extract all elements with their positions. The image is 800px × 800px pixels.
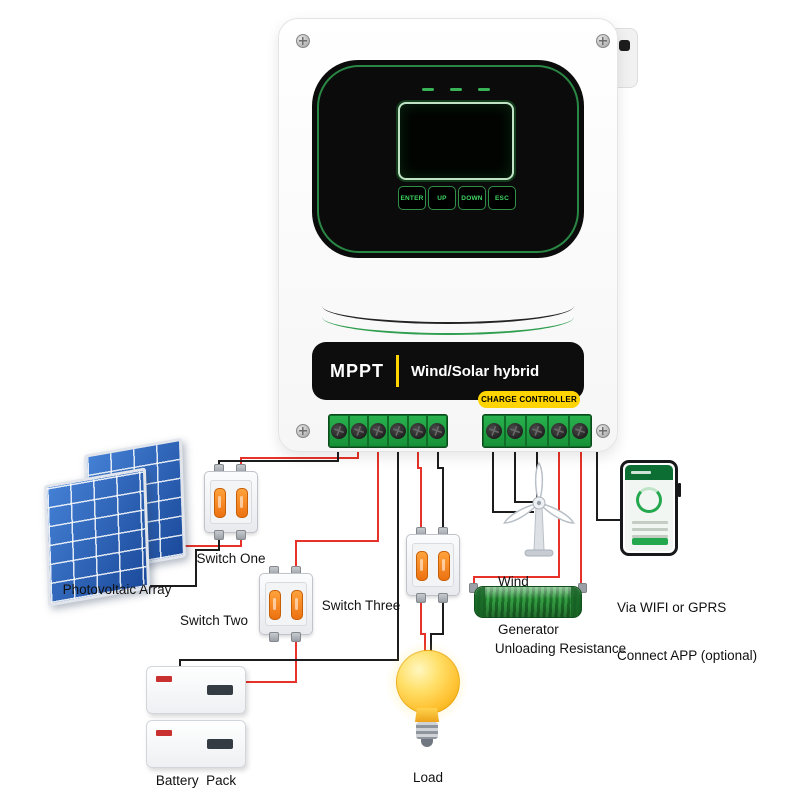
breaker-toggle[interactable] [416,551,428,581]
wind-label-line2: Generator [498,622,559,637]
charge-controller-badge: CHARGE CONTROLLER [478,391,580,408]
app-text-line [632,528,668,531]
battery-box [146,720,246,768]
breaker-toggle[interactable] [291,590,303,620]
terminal-screw [408,416,427,446]
brand-band: MPPT Wind/Solar hybrid [312,342,584,400]
wire-pv-red-bottom [168,538,242,547]
brand-mppt: MPPT [330,360,385,381]
breaker-body [406,534,460,596]
switch-two-label: Switch Two [179,613,249,628]
model-name: Wind/Solar hybrid [411,362,540,380]
terminal-screw [330,416,348,446]
terminal-screw [548,416,569,446]
bulb-screw-base [416,722,438,739]
terminal-screw [505,416,526,446]
charge-controller: ENTER UP DOWN ESC MPPT Wind/Solar hybrid… [278,18,638,452]
app-label-line2: Connect APP (optional) [617,648,758,663]
breaker-body [204,471,258,533]
app-connect-label: Via WIFI or GPRS Connect APP (optional) [617,568,757,696]
band-divider [396,355,400,387]
wire-wind-phase2 [514,444,536,503]
corner-screw [296,34,310,48]
corner-screw [296,424,310,438]
breaker-toggle[interactable] [214,488,226,518]
up-button[interactable]: UP [428,186,456,210]
switch-one-label: Switch One [196,551,266,566]
phone-screen [625,465,673,551]
load-label: Load [412,770,444,785]
terminal-screw [369,416,388,446]
breaker-body [259,573,313,635]
bulb-glass [396,650,460,714]
breaker-terminal [236,530,246,540]
breaker-terminal [269,632,279,642]
corner-screw [596,424,610,438]
terminal-screw [484,416,504,446]
phone-side-button [678,483,681,497]
battery-box [146,666,246,714]
breaker-toggle[interactable] [236,488,248,518]
down-button[interactable]: DOWN [458,186,486,210]
indicator-dash [450,88,462,91]
battery-pack [146,666,246,768]
wind-generator [496,460,582,564]
indicator-dash [478,88,490,91]
terminal-block-left [328,414,448,448]
front-panel: ENTER UP DOWN ESC [312,60,584,258]
wire-load-black-top [437,444,444,529]
terminal-screw [349,416,368,446]
terminal-block-right [482,414,592,448]
wind-generator-label: Wind Generator [498,542,559,670]
lcd-display [398,102,514,180]
breaker-terminal [438,593,448,603]
circuit-breaker-switch-one [203,464,259,540]
corner-screw [596,34,610,48]
circuit-breaker-switch-three [405,527,461,603]
terminal-screw [527,416,547,446]
wind-label-line1: Wind [498,574,529,589]
wire-battery-red-bottom [246,640,297,683]
esc-button[interactable]: ESC [488,186,516,210]
load-bulb [385,641,469,754]
smartphone-app [620,460,681,556]
switch-three-label: Switch Three [321,598,401,613]
photovoltaic-array-label: Photovoltaic Array [62,582,172,597]
unloading-resistor [464,580,592,624]
breaker-terminal [214,530,224,540]
app-text-line [632,535,668,538]
bulb-tip [421,739,433,747]
breaker-terminal [291,632,301,642]
app-text-line [632,521,668,524]
green-accent-outline [317,65,579,253]
battery-pack-label: Battery Pack [155,773,237,788]
app-label-line1: Via WIFI or GPRS [617,600,727,615]
terminal-screw [570,416,590,446]
resistor-coil [474,586,582,618]
wire-battery-black [179,444,399,666]
mounting-screw [619,40,630,51]
unloading-resistance-label: Unloading Resistance [494,641,627,656]
enter-button[interactable]: ENTER [398,186,426,210]
breaker-terminal [416,593,426,603]
app-action-bar [632,538,668,545]
wire-pv-black-bottom [140,538,220,587]
wire-pv-black-top [218,444,339,466]
decorative-curve-green [322,317,574,335]
circuit-breaker-switch-two [258,566,314,642]
app-header [625,465,673,480]
wind-turbine-icon [503,461,575,557]
terminal-screw [389,416,407,446]
breaker-toggle[interactable] [438,551,450,581]
wire-app-link [596,444,620,521]
app-gauge [636,487,662,513]
bulb-neck [415,708,439,722]
terminal-screw [428,416,447,446]
indicator-dash [422,88,434,91]
wire-battery-red-top [295,444,379,568]
breaker-toggle[interactable] [269,590,281,620]
wire-load-red-top [417,444,422,529]
